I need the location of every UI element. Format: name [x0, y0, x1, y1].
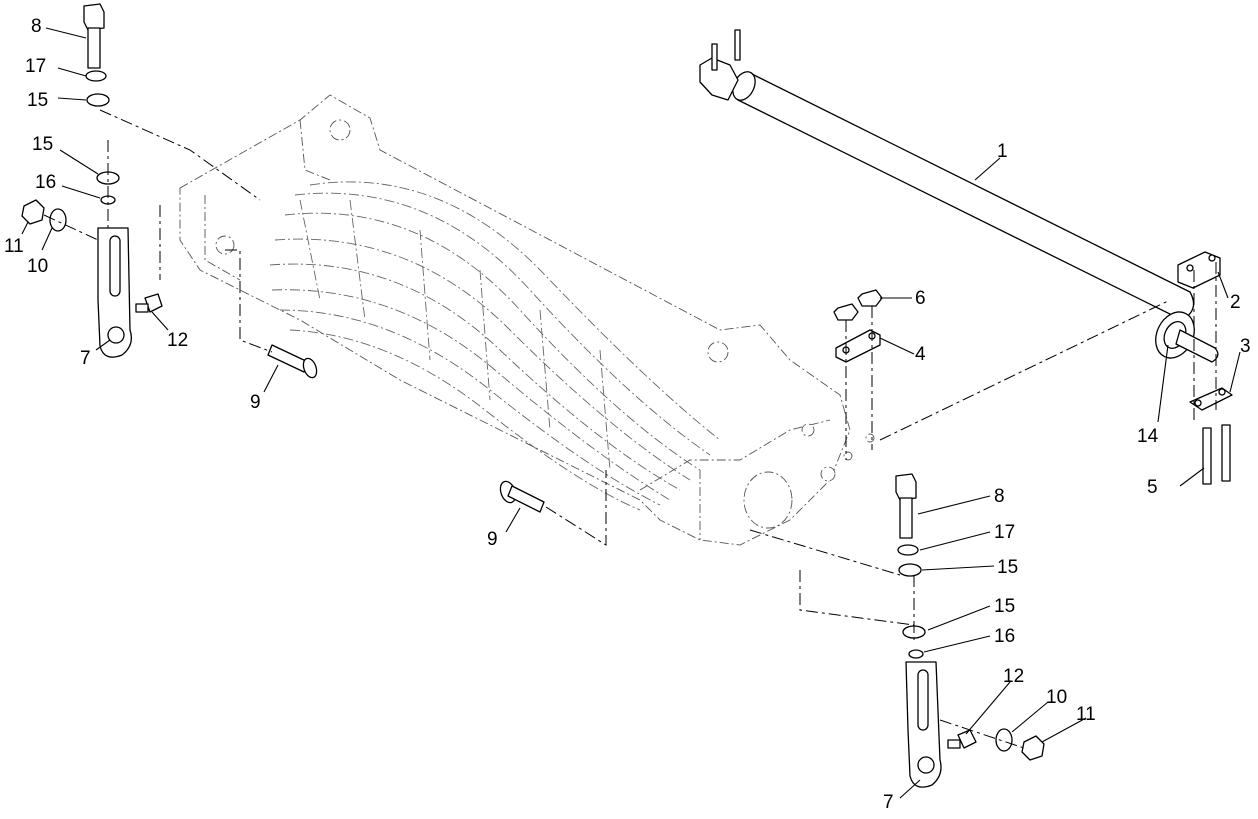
bolt-8-left	[83, 3, 105, 69]
callout-9-left: 9	[250, 392, 261, 413]
roller-bracket-3	[1189, 387, 1233, 411]
bolt-5	[1202, 424, 1231, 485]
frame-bearing-housing	[743, 471, 793, 529]
frame-bore-top	[329, 119, 351, 141]
leader-lines	[21, 27, 1241, 799]
callout-11-left: 11	[4, 236, 24, 257]
frame-bore-right	[707, 341, 729, 363]
adjuster-arm-7-right	[905, 661, 942, 788]
callout-16-left: 16	[35, 172, 56, 193]
callout-15-left-lower: 15	[32, 134, 53, 155]
washer-10-left	[49, 208, 67, 232]
callout-2: 2	[1230, 292, 1241, 313]
callout-7-right: 7	[883, 792, 894, 813]
pivot-pin-9-right	[499, 480, 545, 513]
shoulder-bolt-12-right	[947, 729, 977, 749]
roller-assembly	[699, 29, 1219, 363]
callout-10-left: 10	[27, 256, 48, 277]
nut-11-left	[21, 199, 45, 225]
pivot-pin-9-left	[267, 344, 318, 379]
callout-15-right-lower: 15	[994, 596, 1015, 617]
callout-12-left: 12	[167, 330, 188, 351]
adjuster-arm-7-left	[97, 227, 133, 358]
callout-11-right: 11	[1076, 704, 1096, 725]
callout-17-left: 17	[25, 56, 46, 77]
reel-blades-phantom	[269, 181, 721, 511]
callout-16-right: 16	[994, 626, 1015, 647]
callout-15-left-upper: 15	[27, 90, 48, 111]
bolt-8-right	[895, 473, 917, 539]
plate-4	[835, 329, 881, 363]
callout-9-right: 9	[487, 529, 498, 550]
frame-bore-left	[215, 235, 235, 255]
callout-3: 3	[1240, 336, 1251, 357]
reel-frame-phantom	[179, 94, 875, 546]
roller-bracket-2	[1177, 251, 1221, 289]
callout-7-left: 7	[80, 348, 91, 369]
washer-15-right-upper	[898, 563, 922, 577]
callout-4: 4	[915, 344, 926, 365]
roller-shaft	[1175, 329, 1219, 363]
callout-12-right: 12	[1003, 666, 1024, 687]
callout-6: 6	[915, 288, 926, 309]
callout-labels: 8 17 15 15 16 11 10 12 7 9 1 2 3 6 4 14 …	[4, 16, 1251, 813]
lock-washer-17-left	[85, 70, 107, 82]
callout-1: 1	[997, 141, 1008, 162]
roller-end-clamp	[699, 57, 739, 101]
callout-14: 14	[1137, 426, 1159, 447]
lock-washer-17-right	[897, 544, 919, 556]
shoulder-bolt-12-left	[135, 293, 163, 313]
callout-10-right: 10	[1046, 687, 1067, 708]
callout-5: 5	[1147, 477, 1158, 498]
nut-6	[833, 289, 883, 321]
roller-tube	[734, 71, 1195, 321]
callout-17-right: 17	[994, 522, 1015, 543]
washer-10-right	[995, 728, 1013, 752]
callout-8-right: 8	[994, 486, 1005, 507]
snap-ring-16-right	[908, 649, 924, 659]
nut-11-right	[1021, 735, 1045, 761]
washer-15-left-upper	[86, 93, 110, 107]
callout-8-left: 8	[31, 16, 42, 37]
callout-15-right-upper: 15	[997, 557, 1018, 578]
